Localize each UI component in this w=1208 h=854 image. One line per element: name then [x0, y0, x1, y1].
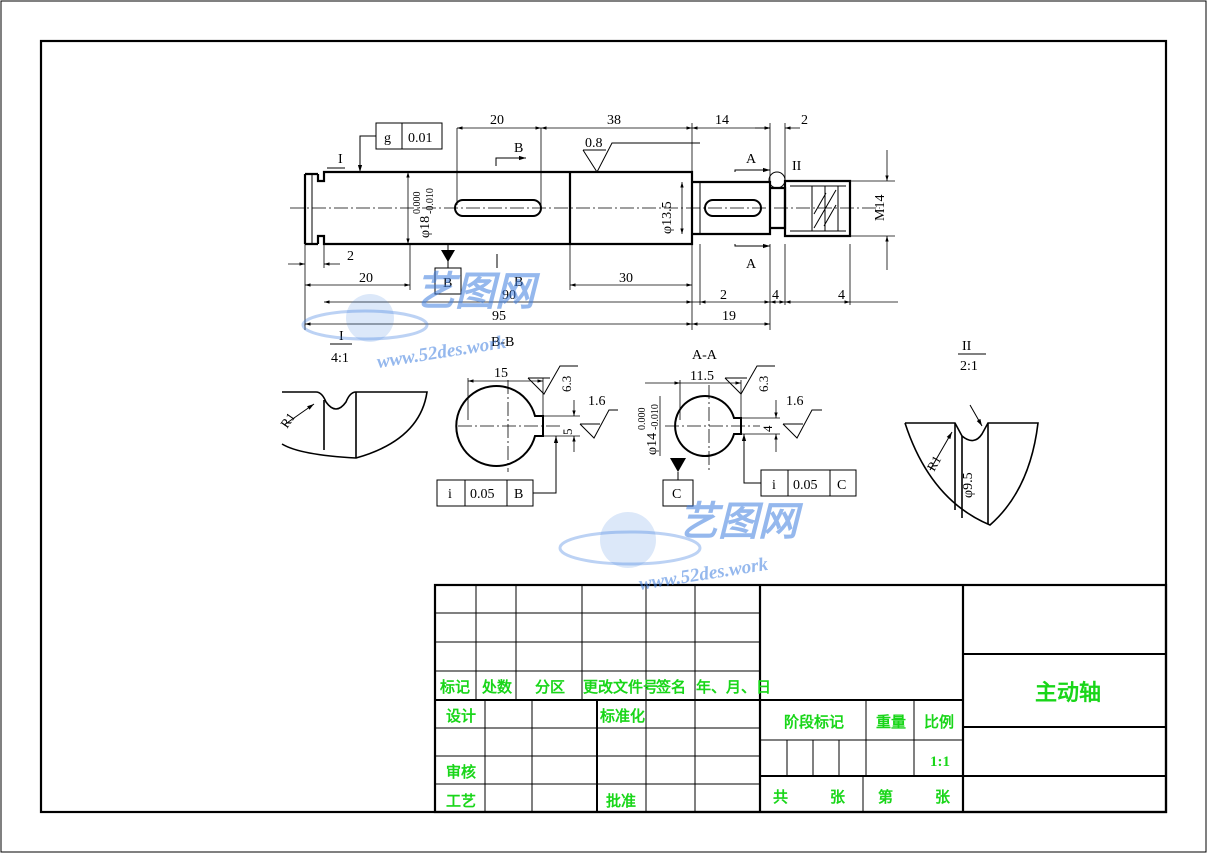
- roughness-0-8: 0.8: [585, 136, 603, 151]
- label-review: 审核: [446, 763, 476, 781]
- view-mark-ii: II: [792, 159, 802, 174]
- tol-bb-value: 0.05: [470, 487, 495, 502]
- header-mark: 标记: [439, 678, 470, 696]
- datum-b: B: [434, 244, 462, 295]
- detail-ii-mark: II: [962, 339, 972, 354]
- main-dimensions: [288, 123, 898, 330]
- detail-ii-view: II 2:1 R1 φ9.5: [904, 339, 1039, 526]
- dim-4-b: 4: [838, 288, 845, 303]
- section-markers: B B A A I II: [327, 141, 802, 290]
- roughness-symbol-top: 0.8: [582, 136, 700, 174]
- watermark-2: 艺图网 www.52des.work: [558, 499, 804, 595]
- detail-ii-phi9-5: φ9.5: [961, 472, 976, 498]
- section-mark-a-top: A: [746, 152, 757, 167]
- detail-i-scale: 4:1: [331, 351, 349, 366]
- section-bb-15: 15: [494, 366, 508, 381]
- header-count: 处数: [481, 678, 513, 696]
- label-stage-mark: 阶段标记: [784, 713, 844, 731]
- dim-19: 19: [722, 309, 736, 324]
- section-bb-view: B-B 15 6.3 1.6 5 i 0.05 B: [436, 335, 618, 507]
- dim-90: 90: [502, 288, 516, 303]
- section-aa-phi14: φ14: [645, 433, 660, 455]
- dim-phi18-upper: 0.000: [412, 192, 423, 215]
- section-aa-title: A-A: [692, 348, 718, 363]
- drawing-frame: [39, 39, 1168, 814]
- label-sheets-b: 张: [935, 789, 951, 806]
- dim-2-top: 2: [801, 113, 808, 128]
- dim-m14: M14: [873, 195, 888, 221]
- dim-2-bottom: 2: [720, 288, 727, 303]
- tol-aa-value: 0.05: [793, 478, 818, 493]
- section-bb-6-3: 6.3: [559, 376, 574, 392]
- section-bb-1-6: 1.6: [588, 394, 606, 409]
- watermark-brand-1: 艺图网: [415, 269, 541, 314]
- section-aa-phi14-lower: -0.010: [650, 404, 661, 430]
- tolerance-top-value: 0.01: [408, 131, 433, 146]
- watermark-brand-2: 艺图网: [678, 499, 804, 544]
- detail-i-r1: R1: [277, 410, 298, 431]
- header-date: 年、月、日: [696, 678, 771, 696]
- header-zone: 分区: [535, 679, 565, 696]
- tol-aa-symbol: i: [772, 478, 776, 493]
- tol-bb-symbol: i: [448, 487, 452, 502]
- title-block: [433, 583, 1168, 814]
- tolerance-top-symbol: g: [384, 131, 391, 146]
- label-sheet-no: 第: [878, 788, 893, 806]
- section-mark-b-bottom: B: [514, 275, 523, 290]
- header-change-doc: 更改文件号: [583, 678, 658, 696]
- section-aa-11-5: 11.5: [690, 369, 714, 384]
- value-scale: 1:1: [930, 754, 950, 770]
- datum-b-label: B: [443, 276, 452, 291]
- dim-2-left: 2: [347, 249, 354, 264]
- datum-c-label: C: [672, 487, 681, 502]
- section-mark-a-bottom: A: [746, 257, 757, 272]
- label-scale: 比例: [924, 713, 954, 731]
- label-approve: 批准: [606, 792, 636, 810]
- dim-30: 30: [619, 271, 633, 286]
- tolerance-frame-top: g 0.01: [357, 122, 443, 172]
- detail-ii-r1: R1: [924, 453, 945, 474]
- dim-95: 95: [492, 309, 506, 324]
- label-standardization: 标准化: [599, 707, 645, 725]
- detail-ii-scale: 2:1: [960, 359, 978, 374]
- dim-20-top: 20: [490, 113, 504, 128]
- section-aa-view: A-A 11.5 6.3 1.6 4 φ14 0.000 -0.010 C i …: [637, 348, 857, 507]
- section-aa-6-3: 6.3: [756, 376, 771, 392]
- detail-i-view: R1: [277, 391, 428, 459]
- section-bb-title: B-B: [491, 335, 514, 350]
- section-aa-4: 4: [760, 425, 775, 432]
- shaft-main-view: [290, 170, 880, 246]
- label-design: 设计: [446, 707, 476, 725]
- main-dimension-text: 20 38 14 2 2 20 30 90 2 4 4 95 19 φ18 0.…: [347, 113, 888, 324]
- dim-phi18-lower: -0.010: [425, 188, 436, 214]
- detail-i-label: I 4:1: [330, 329, 352, 366]
- view-mark-i: I: [338, 152, 343, 167]
- section-mark-b-top: B: [514, 141, 523, 156]
- label-total: 共: [773, 789, 788, 806]
- title-block-text: 标记 处数 分区 更改文件号 签名 年、月、日 设计 标准化 审核 工艺 批准 …: [439, 678, 1101, 810]
- label-sheets-a: 张: [830, 789, 846, 806]
- dim-38: 38: [607, 113, 621, 128]
- section-bb-5: 5: [560, 429, 575, 436]
- tol-aa-datum: C: [837, 478, 846, 493]
- dim-14: 14: [715, 113, 729, 128]
- dim-phi13-5: φ13.5: [660, 201, 675, 234]
- detail-i-mark: I: [339, 329, 344, 344]
- dim-phi18: φ18: [418, 216, 433, 238]
- watermark-url-2: www.52des.work: [637, 554, 769, 595]
- dim-4-a: 4: [772, 288, 779, 303]
- section-aa-phi14-upper: 0.000: [637, 408, 648, 431]
- header-sign: 签名: [655, 678, 686, 696]
- dim-20-bottom: 20: [359, 271, 373, 286]
- label-weight: 重量: [876, 713, 906, 731]
- tol-bb-datum: B: [514, 487, 523, 502]
- part-name: 主动轴: [1035, 680, 1101, 705]
- label-process: 工艺: [446, 793, 476, 810]
- section-aa-1-6: 1.6: [786, 394, 804, 409]
